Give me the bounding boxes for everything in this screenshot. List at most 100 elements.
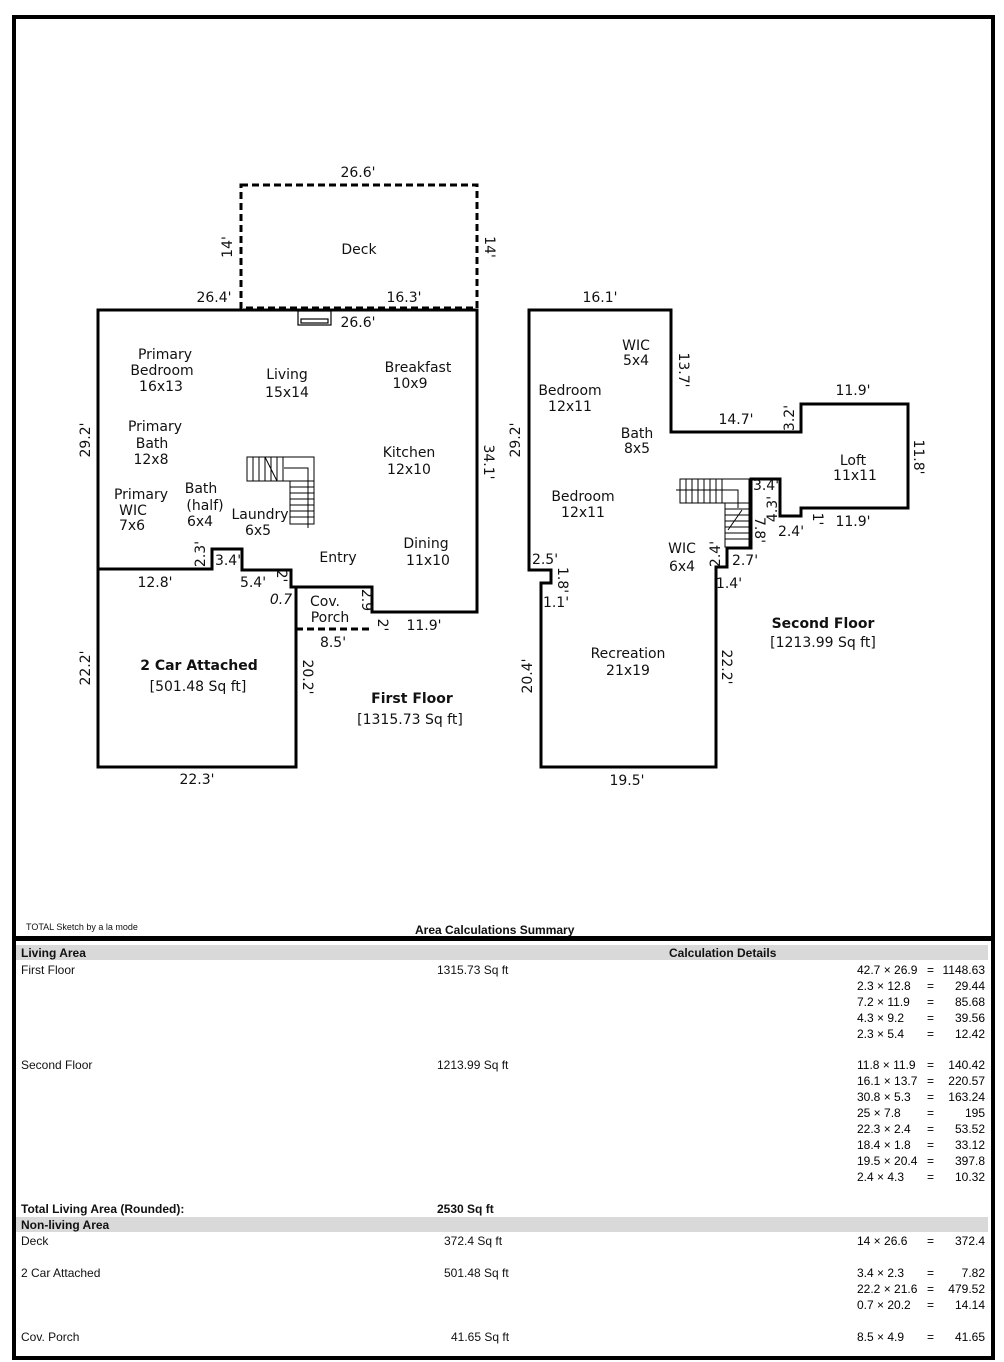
dimension-label: 13.7' — [675, 352, 691, 387]
room-label: Primary — [128, 419, 182, 435]
calc-equals: = — [927, 1170, 935, 1184]
calc-expression: 22.3 × 2.4 — [857, 1122, 911, 1136]
calc-expression: 8.5 × 4.9 — [857, 1330, 905, 1344]
calc-result: 397.8 — [954, 1154, 985, 1168]
floor-title: Second Floor — [772, 616, 875, 632]
calc-expression: 18.4 × 1.8 — [857, 1138, 911, 1152]
dimension-label: 2' — [273, 570, 289, 583]
room-label: Bedroom — [538, 383, 601, 399]
area-row-name: Second Floor — [21, 1058, 93, 1072]
area-row-value: 1315.73 Sq ft — [437, 963, 509, 977]
calc-result: 140.42 — [948, 1058, 985, 1072]
area-row-value: 41.65 Sq ft — [451, 1330, 510, 1344]
calc-expression: 19.5 × 20.4 — [857, 1154, 918, 1168]
nonliving-header-bar — [16, 1217, 988, 1232]
calc-expression: 2.4 × 4.3 — [857, 1170, 905, 1184]
room-label: Bedroom — [130, 363, 193, 379]
calc-equals: = — [927, 995, 935, 1009]
dimension-label: 22.3' — [179, 772, 214, 788]
room-label: WIC — [119, 503, 147, 519]
dimension-label: 2' — [374, 619, 390, 632]
calc-result: 53.52 — [954, 1122, 985, 1136]
dimension-label: 29.2' — [78, 422, 94, 457]
dimension-label: 34.1' — [480, 444, 496, 479]
dimension-label: 26.6' — [340, 165, 375, 181]
room-label: Entry — [319, 550, 356, 566]
deck-outline — [239, 183, 479, 310]
room-label: Primary — [138, 347, 192, 363]
dimension-label: 2.4' — [778, 524, 804, 540]
room-label: Bath — [136, 436, 169, 452]
room-size: 6x5 — [245, 523, 271, 539]
calc-expression: 16.1 × 13.7 — [857, 1074, 918, 1088]
room-label: (half) — [186, 498, 223, 514]
room-size: 16x13 — [139, 379, 183, 395]
fireplace-icon — [297, 310, 332, 326]
calc-result: 163.24 — [948, 1090, 985, 1104]
calc-result: 33.12 — [954, 1138, 985, 1152]
room-size: 8x5 — [624, 441, 650, 457]
area-row-value: 372.4 Sq ft — [444, 1234, 503, 1248]
dimension-label: 4.3' — [765, 496, 781, 522]
area-row-name: 2 Car Attached — [21, 1266, 101, 1280]
room-size: 12x10 — [387, 462, 431, 478]
nonliving-area-header: Non-living Area — [21, 1218, 110, 1232]
calc-equals: = — [927, 1138, 935, 1152]
living-area-header-bar — [16, 945, 988, 960]
room-size: 10x9 — [392, 376, 427, 392]
room-size: 7x6 — [119, 518, 145, 534]
calc-result: 195 — [964, 1106, 985, 1120]
dimension-label: 1.8' — [554, 567, 570, 593]
calc-equals: = — [927, 1074, 935, 1088]
dimension-label: 11.9' — [835, 514, 870, 530]
dimension-label: 20.2' — [299, 659, 315, 694]
calc-expression: 11.8 × 11.9 — [857, 1058, 916, 1072]
room-label: Dining — [403, 536, 448, 552]
calc-equals: = — [927, 1330, 935, 1344]
area-row-name: Deck — [21, 1234, 49, 1248]
dimension-label: 2.9 — [358, 589, 374, 611]
room-label: 2 Car Attached — [140, 658, 258, 674]
dimension-label: 14' — [481, 236, 497, 258]
calc-result: 10.32 — [954, 1170, 985, 1184]
dimension-label: 29.2' — [508, 422, 524, 457]
calc-equals: = — [927, 1282, 935, 1296]
room-label: Laundry — [231, 507, 288, 523]
living-area-header: Living Area — [21, 946, 86, 960]
dimension-label: 1.1' — [543, 595, 569, 611]
calc-equals: = — [927, 1266, 935, 1280]
calc-equals: = — [927, 1106, 935, 1120]
dimension-label: 11.9' — [835, 383, 870, 399]
room-size: 11x11 — [833, 468, 877, 484]
calc-result: 220.57 — [948, 1074, 985, 1088]
dimension-label: 22.2' — [718, 649, 734, 684]
calc-expression: 30.8 × 5.3 — [857, 1090, 911, 1104]
floor-title: First Floor — [371, 691, 453, 707]
dimension-label: 11.8' — [910, 439, 926, 474]
calc-result: 41.65 — [954, 1330, 985, 1344]
page-frame — [12, 15, 995, 1360]
dimension-label: 19.5' — [609, 773, 644, 789]
dimension-label: 3.4' — [215, 553, 241, 569]
room-label-deck: Deck — [341, 242, 377, 258]
room-label: Living — [266, 367, 308, 383]
dimension-label: 2.7' — [732, 553, 758, 569]
calc-expression: 14 × 26.6 — [857, 1234, 908, 1248]
dimension-label: 16.1' — [582, 290, 617, 306]
dimension-label: 2.3' — [193, 541, 209, 567]
room-label: Porch — [311, 610, 350, 626]
calc-equals: = — [927, 963, 935, 977]
calc-equals: = — [927, 1090, 935, 1104]
calc-expression: 4.3 × 9.2 — [857, 1011, 905, 1025]
calc-expression: 25 × 7.8 — [857, 1106, 901, 1120]
garage-outline — [96, 569, 298, 769]
calc-result: 372.4 — [954, 1234, 985, 1248]
calc-expression: 2.3 × 12.8 — [857, 979, 911, 993]
room-size: 21x19 — [606, 663, 650, 679]
section-divider — [12, 936, 995, 941]
area-row-value: 1213.99 Sq ft — [437, 1058, 509, 1072]
stairs-icon — [246, 456, 315, 528]
dimension-label: 5.4' — [240, 575, 266, 591]
calc-result: 12.42 — [954, 1027, 985, 1041]
calc-equals: = — [927, 1027, 935, 1041]
